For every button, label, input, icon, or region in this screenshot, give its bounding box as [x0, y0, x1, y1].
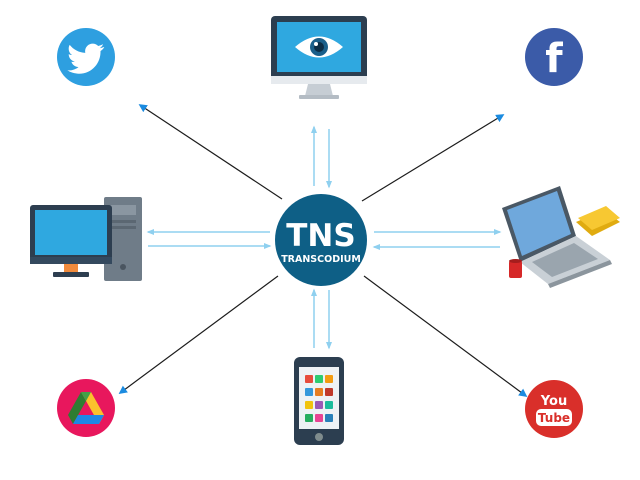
connector-twitter — [138, 104, 283, 200]
laptop-node — [502, 186, 620, 288]
hub-subtitle: TRANSCODIUM — [281, 254, 361, 265]
outbound-connectors — [118, 104, 528, 397]
facebook-node: f — [525, 28, 583, 86]
monitor-node — [271, 16, 367, 99]
drive-badge — [57, 379, 115, 437]
phone-home-button — [315, 433, 323, 441]
youtube-node: You Tube — [525, 380, 583, 438]
twitter-node — [57, 28, 115, 86]
desktop-base — [53, 272, 89, 277]
youtube-icon: You Tube — [536, 394, 572, 426]
smartphone-icon — [294, 357, 344, 445]
monitor-neck — [305, 84, 333, 96]
connector-drive — [118, 275, 279, 394]
youtube-label-you: You — [540, 394, 567, 409]
laptop-icon — [502, 186, 620, 288]
connector-facebook — [361, 114, 505, 202]
facebook-f-icon: f — [545, 36, 563, 82]
desktop-stand — [64, 264, 78, 272]
monitor-base — [299, 95, 339, 99]
desktop-computer-icon — [30, 197, 142, 281]
connector-youtube — [363, 275, 528, 397]
phone-node — [294, 357, 344, 445]
twitter-bird-icon — [67, 43, 105, 74]
monitor-chin — [271, 76, 367, 84]
youtube-label-tube: Tube — [538, 411, 570, 425]
hub-circle — [275, 194, 367, 286]
google-drive-icon — [68, 392, 104, 424]
facebook-badge — [525, 28, 583, 86]
hub-title: TNS — [286, 218, 355, 254]
eye-icon — [295, 36, 343, 58]
tower-case — [104, 197, 142, 281]
tns-hub: TNS TRANSCODIUM — [275, 194, 367, 286]
desktop-node — [30, 197, 142, 281]
laptop-screen — [507, 191, 571, 256]
coffee-cup — [509, 261, 522, 278]
bidirectional-connectors — [146, 125, 502, 350]
desktop-screen — [35, 210, 107, 255]
drive-node — [57, 379, 115, 437]
